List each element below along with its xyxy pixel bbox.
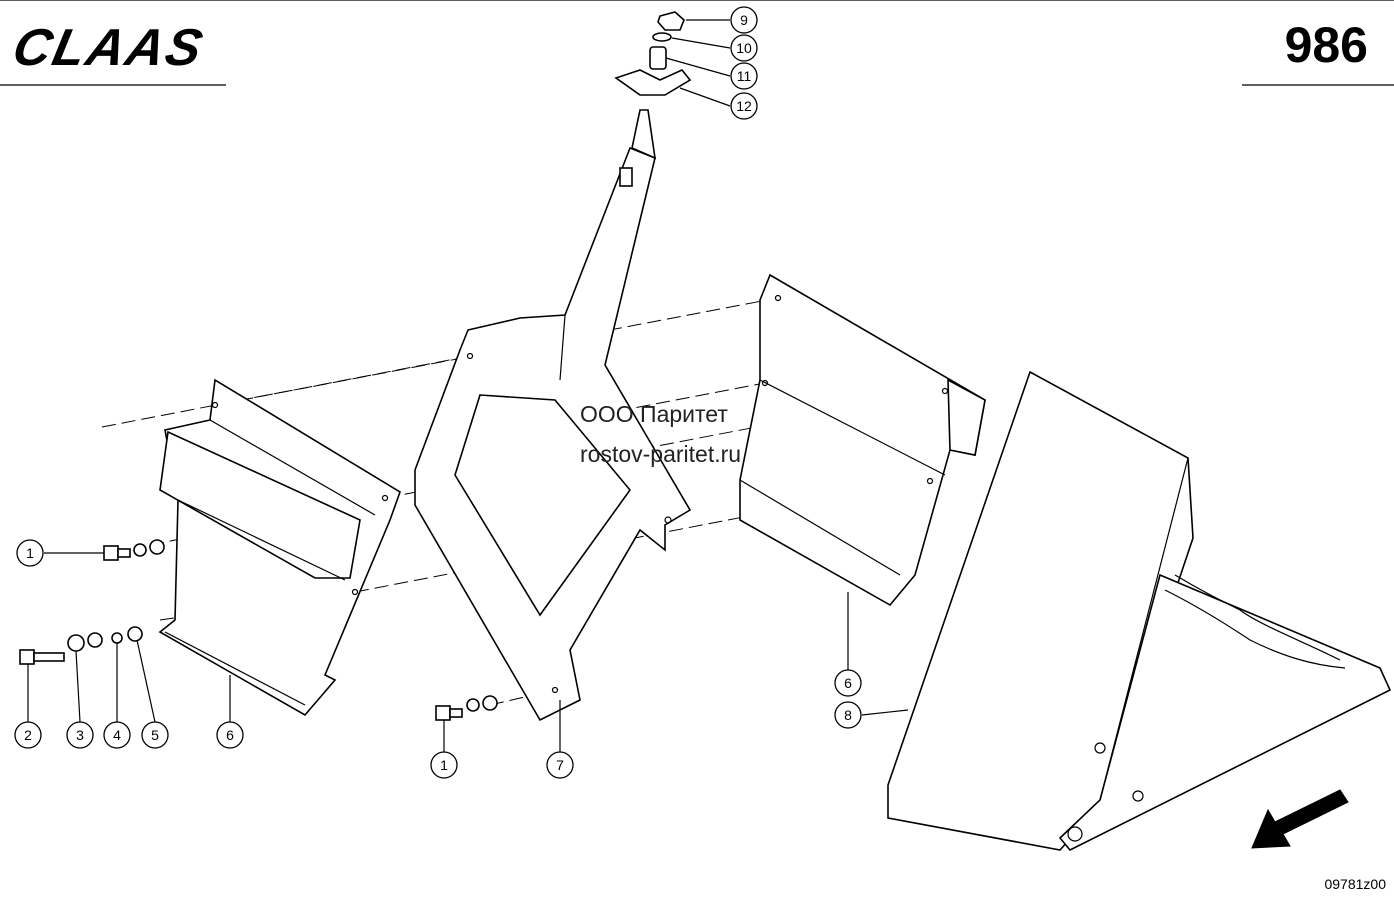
callout-11: 11 <box>730 62 758 90</box>
callout-10: 10 <box>730 34 758 62</box>
drawing-number: 09781z00 <box>1324 876 1386 892</box>
callout-12: 12 <box>730 92 758 120</box>
svg-text:10: 10 <box>736 40 752 56</box>
watermark-company: ООО Паритет <box>580 401 728 427</box>
svg-text:1: 1 <box>440 757 448 773</box>
svg-text:9: 9 <box>740 12 748 28</box>
center-hardware-group <box>435 695 498 721</box>
svg-text:8: 8 <box>844 707 852 723</box>
callout-1-center: 1 <box>430 751 458 779</box>
callout-2: 2 <box>14 721 42 749</box>
callout-6-right: 6 <box>834 669 862 697</box>
callout-bubbles: 9 10 11 12 1 2 <box>14 6 862 779</box>
callout-5: 5 <box>141 721 169 749</box>
callout-1-left: 1 <box>16 539 44 567</box>
top-hardware-stack <box>614 11 692 96</box>
svg-text:6: 6 <box>226 727 234 743</box>
callout-3: 3 <box>66 721 94 749</box>
callout-4: 4 <box>103 721 131 749</box>
callout-9: 9 <box>730 6 758 34</box>
svg-text:3: 3 <box>76 727 84 743</box>
svg-text:2: 2 <box>24 727 32 743</box>
callout-8: 8 <box>834 701 862 729</box>
svg-text:6: 6 <box>844 675 852 691</box>
leader-lines <box>27 19 909 752</box>
svg-text:4: 4 <box>113 727 121 743</box>
svg-text:5: 5 <box>151 727 159 743</box>
center-mounting-bracket <box>414 109 692 722</box>
callout-6-left: 6 <box>216 721 244 749</box>
left-deflector-shield <box>158 378 401 717</box>
svg-text:7: 7 <box>556 757 564 773</box>
rear-hood-assembly <box>887 370 1392 851</box>
direction-arrow-icon <box>1251 789 1349 849</box>
svg-text:1: 1 <box>26 545 34 561</box>
right-deflector-shield <box>739 273 986 607</box>
watermark-website: rostov-paritet.ru <box>580 441 742 467</box>
svg-text:12: 12 <box>736 98 752 114</box>
page-number: 986 <box>1284 17 1368 73</box>
callout-7: 7 <box>546 751 574 779</box>
svg-text:11: 11 <box>737 68 752 84</box>
frame-lines <box>0 0 1394 86</box>
